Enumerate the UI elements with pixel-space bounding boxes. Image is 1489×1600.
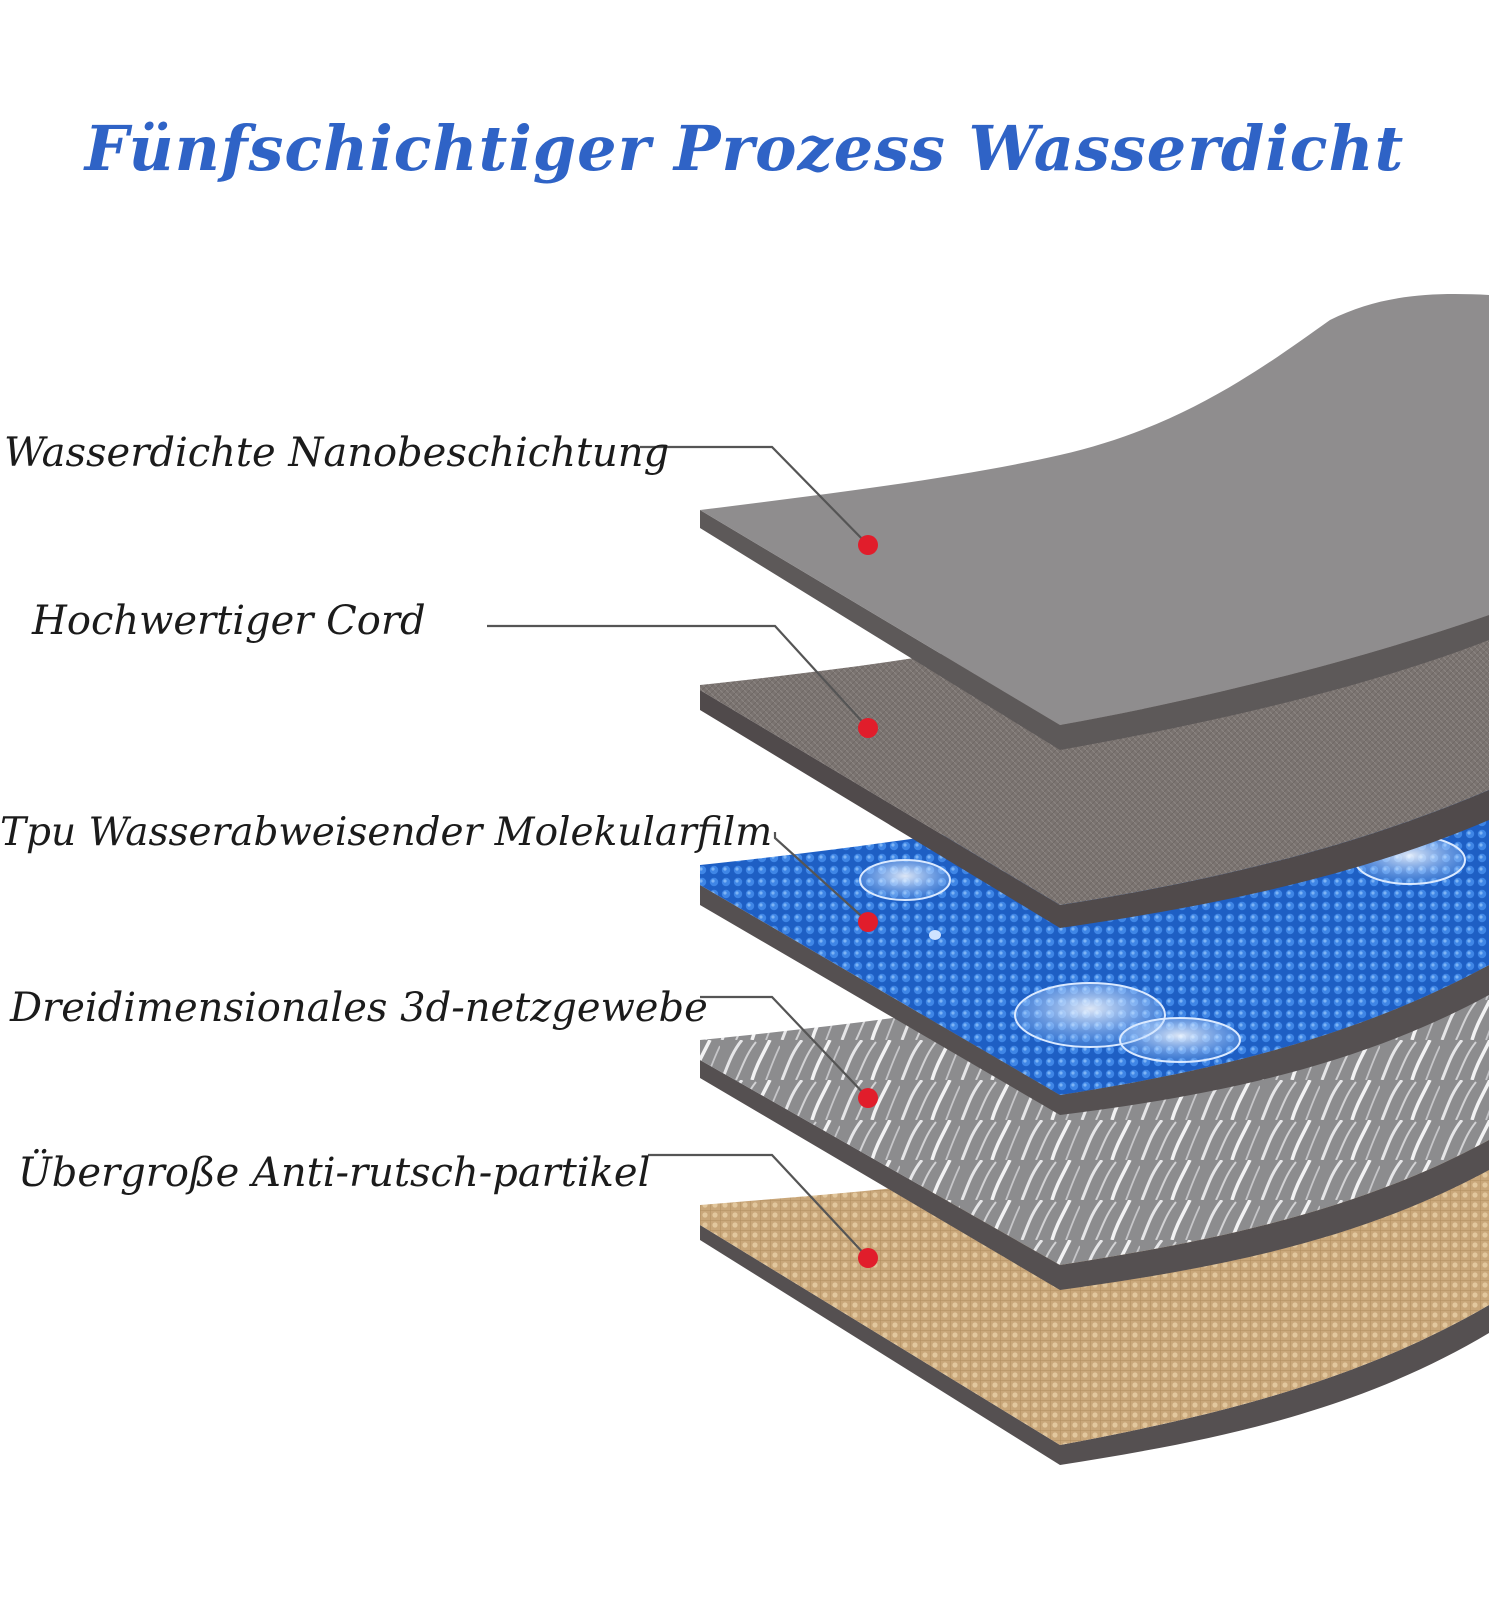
marker-dot-5 — [858, 1248, 878, 1268]
marker-dot-4 — [858, 1088, 878, 1108]
leader-line-3 — [773, 832, 869, 923]
marker-dots — [858, 535, 878, 1268]
leader-line-1 — [640, 445, 869, 546]
leader-line-4 — [700, 995, 869, 1099]
layer-4-label: Dreidimensionales 3d-netzgewebe — [10, 985, 708, 1031]
marker-dot-3 — [858, 912, 878, 932]
layer-2-label: Hochwertiger Cord — [32, 598, 426, 644]
layer-3-label: Tpu Wasserabweisender Molekularfilm — [0, 810, 773, 855]
layer-1-nano-coating — [700, 294, 1489, 750]
marker-dot-2 — [858, 718, 878, 738]
leader-line-5 — [648, 1153, 869, 1259]
marker-dot-1 — [858, 535, 878, 555]
layer-5-label: Übergroße Anti-rutsch-partikel — [18, 1150, 651, 1196]
layer-1-label: Wasserdichte Nanobeschichtung — [4, 430, 670, 476]
diagram-title: Fünfschichtiger Prozess Wasserdicht — [84, 112, 1405, 185]
leader-line-2 — [487, 624, 869, 729]
leader-lines — [487, 445, 869, 1259]
water-drop-icon — [859, 835, 1466, 1063]
